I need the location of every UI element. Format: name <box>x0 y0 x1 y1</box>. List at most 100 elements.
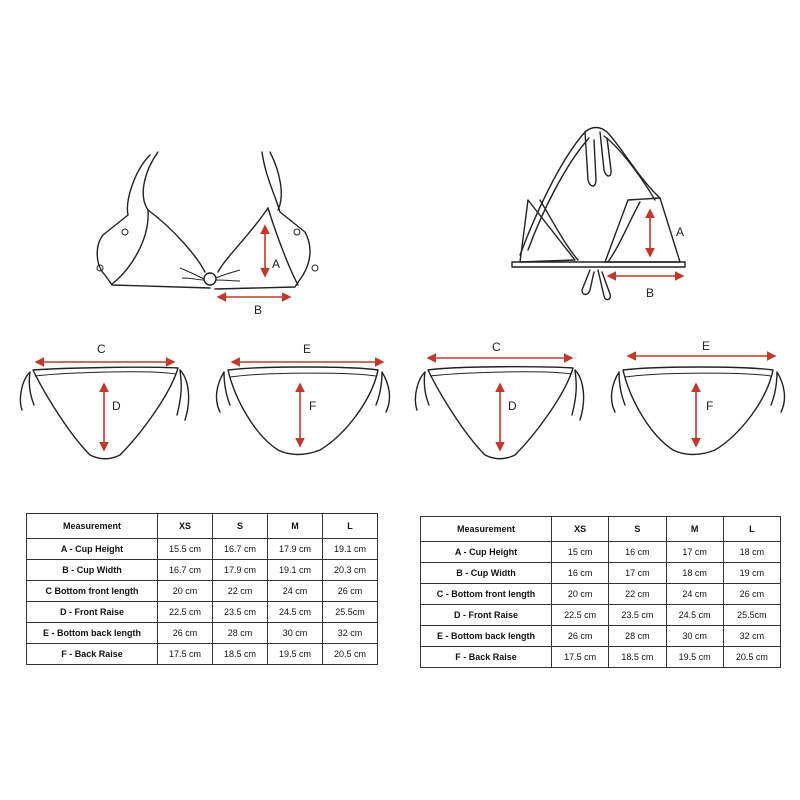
row-label: F - Back Raise <box>420 646 552 668</box>
table-row: D - Front Raise 22.5 cm 23.5 cm 24.5 cm … <box>420 604 782 626</box>
table-cell: 19 cm <box>722 562 782 584</box>
table-row: F - Back Raise 17.5 cm 18.5 cm 19.5 cm 2… <box>420 646 782 668</box>
table-cell: 16 cm <box>608 541 667 563</box>
table-row: C Bottom front length 20 cm 22 cm 24 cm … <box>26 580 378 602</box>
table-cell: 24 cm <box>267 580 323 602</box>
letter-c-left: C <box>97 342 106 356</box>
letter-a-left: A <box>272 257 280 271</box>
halter-triangle-top-illustration <box>511 126 686 301</box>
table-cell: 22 cm <box>212 580 268 602</box>
table-cell: 20.5 cm <box>722 646 782 668</box>
header-cell: M <box>267 513 323 539</box>
table-cell: 18 cm <box>665 562 724 584</box>
table-cell: 18.5 cm <box>608 646 667 668</box>
table-cell: 32 cm <box>722 625 782 647</box>
triangle-ring-top-illustration <box>96 151 319 302</box>
row-label: F - Back Raise <box>26 643 158 665</box>
letter-d-left: D <box>112 399 121 413</box>
row-label: A - Cup Height <box>420 541 552 563</box>
table-cell: 15.5 cm <box>157 538 213 560</box>
table-cell: 25.5cm <box>322 601 378 623</box>
table-row: A - Cup Height 15.5 cm 16.7 cm 17.9 cm 1… <box>26 538 378 560</box>
table-cell: 20.3 cm <box>322 559 378 581</box>
table-cell: 26 cm <box>722 583 782 605</box>
letter-e-left: E <box>303 342 311 356</box>
table-cell: 20 cm <box>550 583 610 605</box>
table-cell: 20 cm <box>157 580 213 602</box>
table-cell: 19.5 cm <box>665 646 724 668</box>
table-cell: 22.5 cm <box>550 604 610 626</box>
row-label: B - Cup Width <box>26 559 158 581</box>
table-cell: 17.9 cm <box>212 559 268 581</box>
table-cell: 20.5 cm <box>322 643 378 665</box>
header-cell: S <box>608 516 667 542</box>
table-row: A - Cup Height 15 cm 16 cm 17 cm 18 cm <box>420 541 782 563</box>
table-row: B - Cup Width 16.7 cm 17.9 cm 19.1 cm 20… <box>26 559 378 581</box>
table-row: E - Bottom back length 26 cm 28 cm 30 cm… <box>420 625 782 647</box>
row-label: D - Front Raise <box>26 601 158 623</box>
table-cell: 15 cm <box>550 541 610 563</box>
header-cell: M <box>665 516 724 542</box>
letter-c-right: C <box>492 340 501 354</box>
table-row: F - Back Raise 17.5 cm 18.5 cm 19.5 cm 2… <box>26 643 378 665</box>
letter-d-right: D <box>508 399 517 413</box>
table-cell: 23.5 cm <box>608 604 667 626</box>
table-cell: 24.5 cm <box>665 604 724 626</box>
table-row: C - Bottom front length 20 cm 22 cm 24 c… <box>420 583 782 605</box>
table-header-row: Measurement XS S M L <box>420 516 782 542</box>
row-label: E - Bottom back length <box>26 622 158 644</box>
table-cell: 19.1 cm <box>322 538 378 560</box>
table-cell: 28 cm <box>212 622 268 644</box>
table-cell: 18.5 cm <box>212 643 268 665</box>
table-cell: 30 cm <box>665 625 724 647</box>
letter-a-right: A <box>676 225 684 239</box>
table-cell: 17.5 cm <box>157 643 213 665</box>
table-cell: 19.5 cm <box>267 643 323 665</box>
table-row: D - Front Raise 22.5 cm 23.5 cm 24.5 cm … <box>26 601 378 623</box>
header-cell: L <box>322 513 378 539</box>
table-cell: 26 cm <box>550 625 610 647</box>
header-cell: Measurement <box>420 516 552 542</box>
table-cell: 24.5 cm <box>267 601 323 623</box>
table-cell: 28 cm <box>608 625 667 647</box>
table-cell: 16.7 cm <box>157 559 213 581</box>
header-cell: S <box>212 513 268 539</box>
garment-illustrations: A B A B C D E F C D E F <box>19 126 786 460</box>
table-cell: 26 cm <box>322 580 378 602</box>
table-cell: 30 cm <box>267 622 323 644</box>
table-header-row: Measurement XS S M L <box>26 513 378 539</box>
table-cell: 19.1 cm <box>267 559 323 581</box>
size-chart-table-right: Measurement XS S M L A - Cup Height 15 c… <box>420 516 782 668</box>
row-label: D - Front Raise <box>420 604 552 626</box>
row-label: C Bottom front length <box>26 580 158 602</box>
row-label: E - Bottom back length <box>420 625 552 647</box>
letter-e-right: E <box>702 339 710 353</box>
table-cell: 26 cm <box>157 622 213 644</box>
row-label: B - Cup Width <box>420 562 552 584</box>
table-cell: 22 cm <box>608 583 667 605</box>
letter-b-left: B <box>254 303 262 317</box>
header-cell: XS <box>550 516 610 542</box>
row-label: C - Bottom front length <box>420 583 552 605</box>
bottoms-illustrations <box>19 351 786 460</box>
header-cell: XS <box>157 513 213 539</box>
row-label: A - Cup Height <box>26 538 158 560</box>
table-cell: 17 cm <box>665 541 724 563</box>
table-cell: 17 cm <box>608 562 667 584</box>
table-cell: 17.9 cm <box>267 538 323 560</box>
letter-f-left: F <box>309 399 316 413</box>
table-cell: 24 cm <box>665 583 724 605</box>
table-cell: 23.5 cm <box>212 601 268 623</box>
table-cell: 16.7 cm <box>212 538 268 560</box>
table-cell: 16 cm <box>550 562 610 584</box>
header-cell: L <box>722 516 782 542</box>
size-chart-table-left: Measurement XS S M L A - Cup Height 15.5… <box>26 513 378 665</box>
header-cell: Measurement <box>26 513 158 539</box>
table-cell: 17.5 cm <box>550 646 610 668</box>
table-row: B - Cup Width 16 cm 17 cm 18 cm 19 cm <box>420 562 782 584</box>
letter-f-right: F <box>706 399 713 413</box>
table-row: E - Bottom back length 26 cm 28 cm 30 cm… <box>26 622 378 644</box>
letter-b-right: B <box>646 286 654 300</box>
table-cell: 32 cm <box>322 622 378 644</box>
table-cell: 18 cm <box>722 541 782 563</box>
